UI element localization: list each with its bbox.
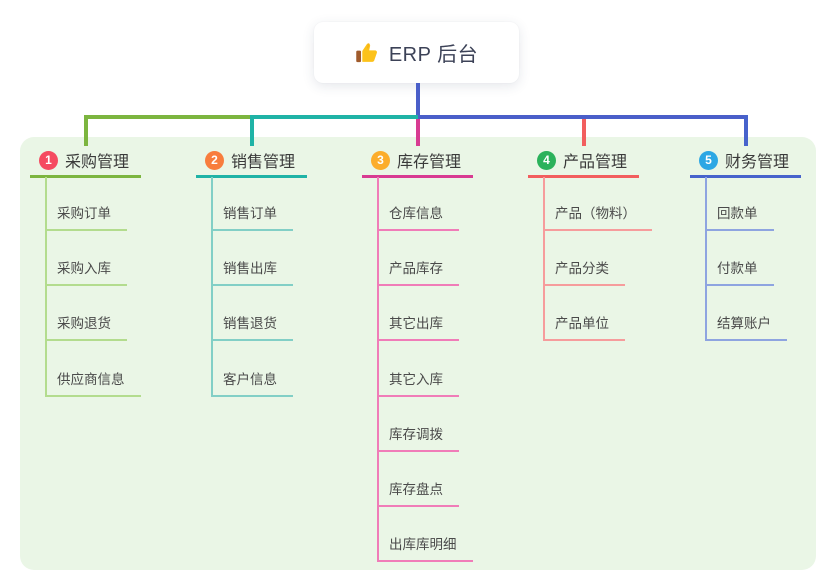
branch-trunk-line	[705, 177, 707, 341]
branch-connector-drop	[83, 115, 88, 146]
child-node[interactable]: 产品库存	[377, 254, 459, 286]
child-label: 采购入库	[57, 261, 111, 276]
child-label: 销售退货	[223, 316, 277, 331]
branch-node-3[interactable]: 3 库存管理	[371, 148, 461, 172]
branch-underline	[528, 175, 639, 178]
branch-underline	[690, 175, 801, 178]
root-title: ERP 后台	[388, 44, 479, 66]
child-label: 出库库明细	[389, 537, 457, 552]
child-node[interactable]: 销售退货	[211, 309, 293, 341]
child-node[interactable]: 结算账户	[705, 309, 787, 341]
child-node[interactable]: 采购订单	[45, 199, 127, 231]
branch-underline	[362, 175, 473, 178]
child-node[interactable]: 采购退货	[45, 309, 127, 341]
bus-segment-line	[417, 115, 748, 119]
child-label: 产品单位	[555, 316, 609, 331]
child-label: 结算账户	[717, 316, 771, 331]
branch-connector-drop	[249, 115, 254, 146]
branch-trunk-line	[377, 177, 379, 562]
branch-node-4[interactable]: 4 产品管理	[537, 148, 627, 172]
branch-number-badge: 5	[699, 150, 718, 170]
branch-number-badge: 4	[537, 150, 556, 170]
child-label: 产品（物料）	[555, 206, 636, 221]
thumbs-up-icon	[355, 40, 380, 65]
child-node[interactable]: 仓库信息	[377, 199, 459, 231]
child-node[interactable]: 产品单位	[543, 309, 625, 341]
branch-trunk-line	[211, 177, 213, 397]
child-label: 供应商信息	[57, 372, 125, 387]
child-node[interactable]: 销售出库	[211, 254, 293, 286]
child-label: 客户信息	[223, 372, 277, 387]
root-connector-line	[415, 83, 420, 119]
child-node[interactable]: 供应商信息	[45, 365, 141, 397]
branch-connector-drop	[743, 115, 748, 146]
child-label: 仓库信息	[389, 206, 443, 221]
child-label: 其它出库	[389, 316, 443, 331]
child-node[interactable]: 回款单	[705, 199, 774, 231]
child-label: 销售订单	[223, 206, 277, 221]
branch-underline	[196, 175, 307, 178]
bus-segment-line	[251, 115, 418, 119]
branch-title: 库存管理	[397, 154, 462, 171]
child-node[interactable]: 其它出库	[377, 309, 459, 341]
child-node[interactable]: 其它入库	[377, 365, 459, 397]
child-label: 其它入库	[389, 372, 443, 387]
child-node[interactable]: 采购入库	[45, 254, 127, 286]
branch-title: 采购管理	[65, 154, 130, 171]
root-node[interactable]: ERP 后台	[314, 22, 519, 83]
branch-underline	[30, 175, 141, 178]
child-label: 产品库存	[389, 261, 443, 276]
branch-number-badge: 3	[371, 150, 390, 170]
branches-panel	[20, 137, 816, 570]
branch-connector-drop	[415, 119, 420, 146]
child-node[interactable]: 付款单	[705, 254, 774, 286]
branch-node-5[interactable]: 5 财务管理	[699, 148, 789, 172]
branch-title: 销售管理	[231, 154, 296, 171]
branch-title: 财务管理	[725, 154, 790, 171]
branch-title: 产品管理	[563, 154, 628, 171]
branch-node-1[interactable]: 1 采购管理	[39, 148, 129, 172]
bus-segment-line	[83, 115, 252, 119]
child-node[interactable]: 库存调拨	[377, 420, 459, 452]
child-label: 库存调拨	[389, 427, 443, 442]
branch-node-2[interactable]: 2 销售管理	[205, 148, 295, 172]
child-node[interactable]: 产品分类	[543, 254, 625, 286]
child-label: 付款单	[717, 261, 758, 276]
child-node[interactable]: 销售订单	[211, 199, 293, 231]
child-label: 回款单	[717, 206, 758, 221]
branch-trunk-line	[543, 177, 545, 341]
branch-number-badge: 2	[205, 150, 224, 170]
child-label: 库存盘点	[389, 482, 443, 497]
child-node[interactable]: 产品（物料）	[543, 199, 652, 231]
child-label: 产品分类	[555, 261, 609, 276]
branch-connector-drop	[581, 119, 586, 146]
child-node[interactable]: 客户信息	[211, 365, 293, 397]
branch-trunk-line	[45, 177, 47, 397]
branch-number-badge: 1	[39, 150, 58, 170]
child-node[interactable]: 出库库明细	[377, 530, 473, 562]
child-node[interactable]: 库存盘点	[377, 475, 459, 507]
child-label: 采购退货	[57, 316, 111, 331]
child-label: 销售出库	[223, 261, 277, 276]
child-label: 采购订单	[57, 206, 111, 221]
